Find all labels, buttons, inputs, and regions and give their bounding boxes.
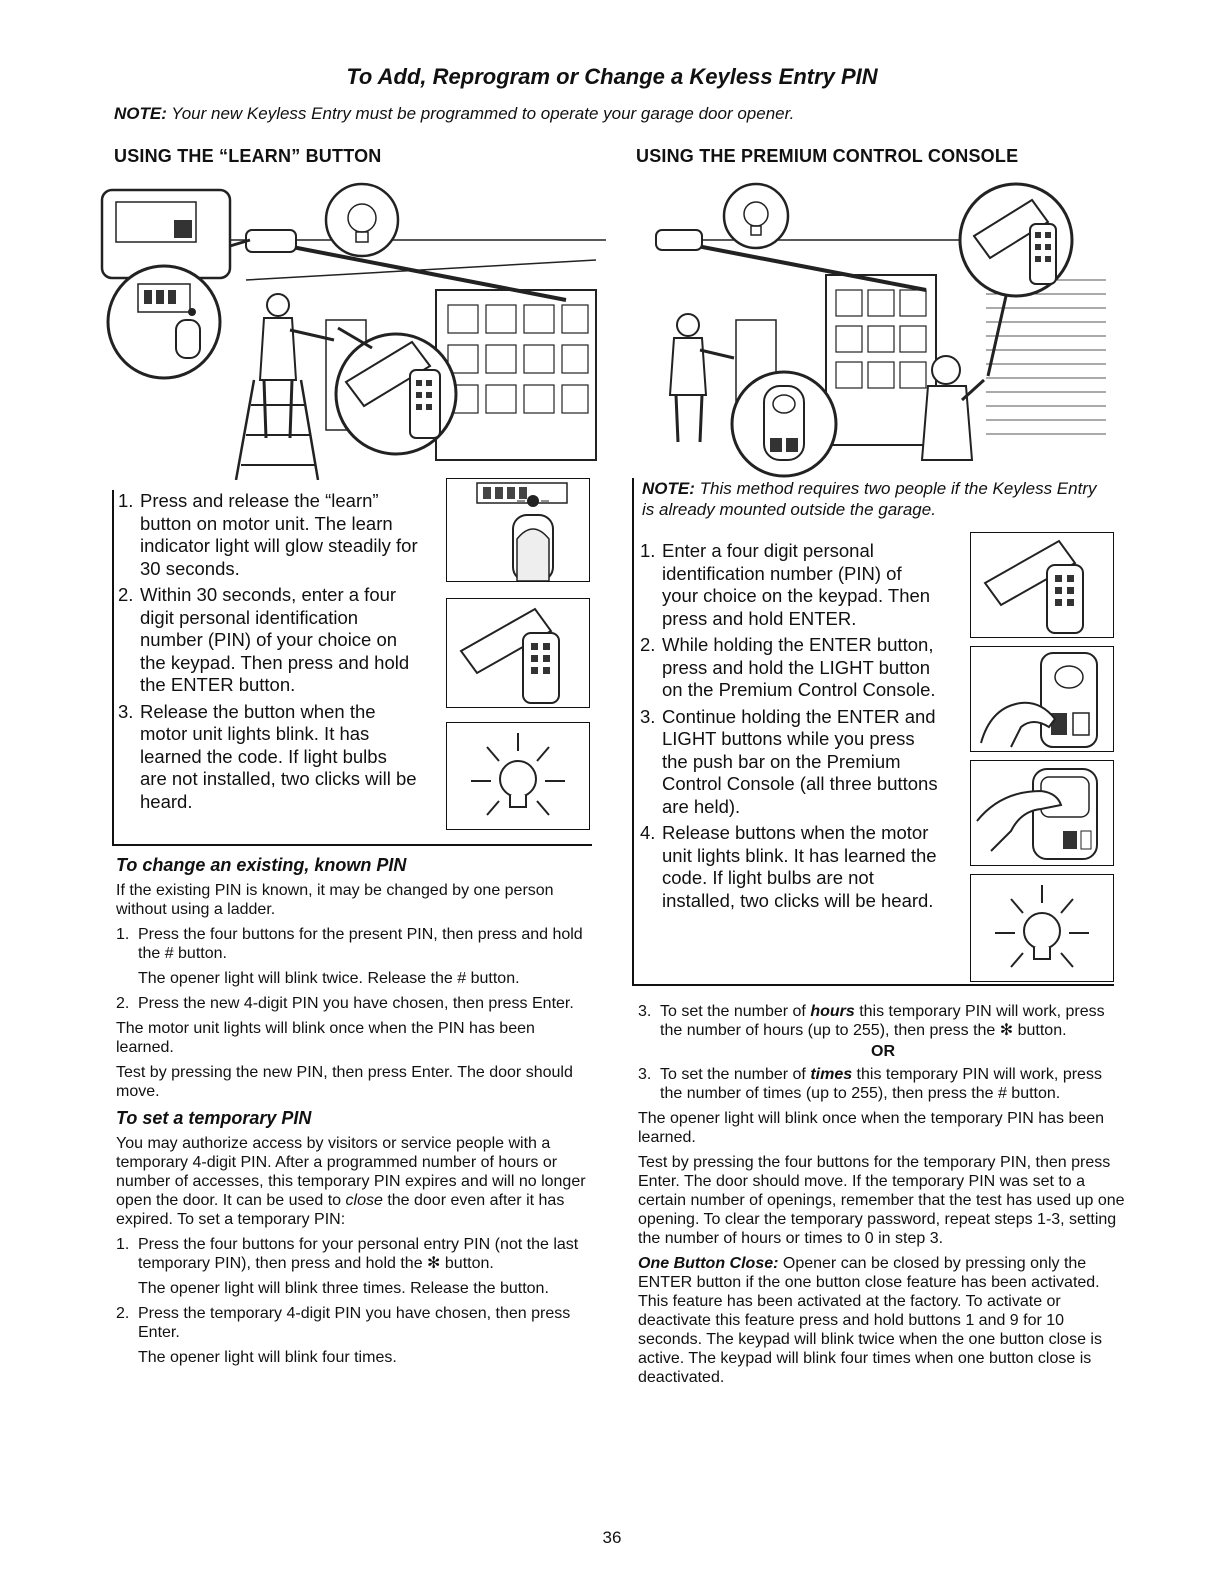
- temp-pin-step-1: 1. Press the four buttons for your perso…: [116, 1236, 579, 1297]
- console-pushbar-thumbnail: [970, 760, 1114, 866]
- learn-step: 1.Press and release the “learn” button o…: [118, 490, 418, 579]
- one-button-close: One Button Close: Opener can be closed b…: [638, 1255, 1102, 1386]
- temp-pin-heading: To set a temporary PIN: [116, 1108, 312, 1128]
- right-lower-section: 3. To set the number of hours this tempo…: [638, 1002, 1128, 1393]
- learn-step: 2.Within 30 seconds, enter a four digit …: [118, 584, 410, 695]
- temp-pin-step-3-hours: 3. To set the number of hours this tempo…: [638, 1003, 1105, 1039]
- top-note-text: Your new Keyless Entry must be programme…: [166, 104, 795, 123]
- change-pin-step-2: 2. Press the new 4-digit PIN you have ch…: [116, 995, 574, 1012]
- premium-step: 2.While holding the ENTER button, press …: [640, 634, 936, 700]
- left-lower-section: To change an existing, known PIN If the …: [116, 856, 590, 1373]
- top-note: NOTE: Your new Keyless Entry must be pro…: [114, 104, 794, 124]
- change-pin-heading: To change an existing, known PIN: [116, 855, 407, 875]
- premium-note-text: This method requires two people if the K…: [642, 479, 1097, 519]
- premium-console-illustration: [636, 180, 1106, 480]
- temp-pin-intro: You may authorize access by visitors or …: [116, 1135, 586, 1228]
- learn-button-thumbnail: [446, 478, 590, 582]
- console-light-thumbnail: [970, 646, 1114, 752]
- premium-steps: 1.Enter a four digit personal identifica…: [640, 540, 940, 912]
- page-title: To Add, Reprogram or Change a Keyless En…: [346, 64, 878, 89]
- premium-note-label: NOTE:: [642, 479, 695, 498]
- premium-bulb-thumbnail: [970, 874, 1114, 982]
- top-note-label: NOTE:: [114, 104, 167, 123]
- learn-steps: 1.Press and release the “learn” button o…: [118, 490, 418, 813]
- change-pin-after-1: The motor unit lights will blink once wh…: [116, 1020, 535, 1056]
- premium-note: NOTE: This method requires two people if…: [642, 478, 1102, 520]
- premium-step: 1.Enter a four digit personal identifica…: [640, 540, 931, 629]
- temp-pin-test: Test by pressing the four buttons for th…: [638, 1154, 1125, 1247]
- temp-pin-learned: The opener light will blink once when th…: [638, 1110, 1105, 1146]
- learn-steps-box: [112, 490, 592, 846]
- premium-keypad-thumbnail: [970, 532, 1114, 638]
- temp-pin-step-2: 2. Press the temporary 4-digit PIN you h…: [116, 1305, 571, 1366]
- change-pin-step-1: 1. Press the four buttons for the presen…: [116, 926, 583, 987]
- temp-pin-step-3-times: 3. To set the number of times this tempo…: [638, 1066, 1102, 1102]
- learn-step: 3.Release the button when the motor unit…: [118, 700, 417, 812]
- keypad-thumbnail: [446, 598, 590, 708]
- premium-heading: USING THE PREMIUM CONTROL CONSOLE: [636, 146, 1019, 166]
- premium-step: 4.Release buttons when the motor unit li…: [640, 822, 937, 911]
- page-number: 36: [602, 1528, 622, 1547]
- change-pin-intro: If the existing PIN is known, it may be …: [116, 882, 554, 918]
- change-pin-after-2: Test by pressing the new PIN, then press…: [116, 1064, 573, 1100]
- learn-heading: USING THE “LEARN” BUTTON: [114, 146, 382, 166]
- premium-step: 3.Continue holding the ENTER and LIGHT b…: [640, 705, 938, 817]
- learn-button-illustration: [96, 180, 608, 480]
- premium-steps-box: [632, 478, 1114, 986]
- or-separator: OR: [871, 1043, 895, 1060]
- bulb-thumbnail: [446, 722, 590, 830]
